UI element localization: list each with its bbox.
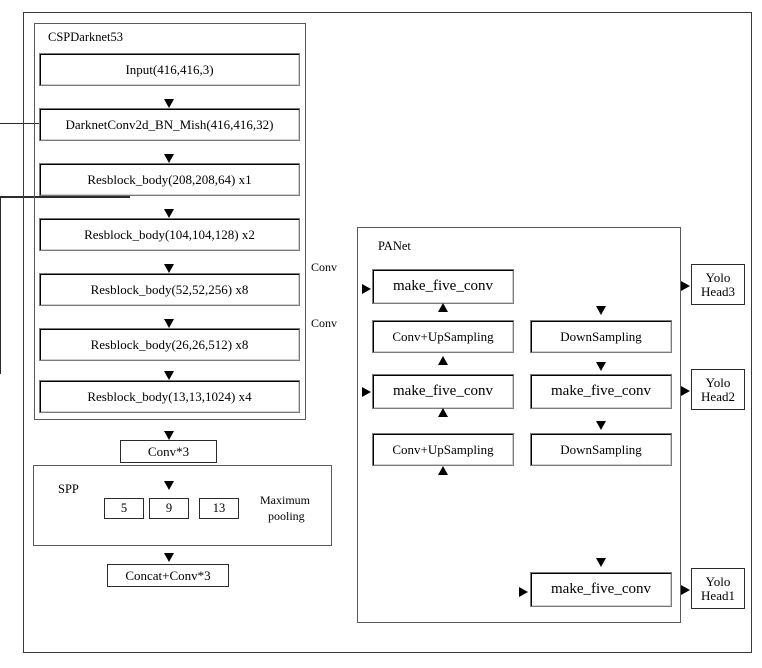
arrow-concat-into-bottom-mfc <box>519 587 528 597</box>
spp-maximum-pooling-note-line2: pooling <box>268 509 305 523</box>
backbone-box-resblock1[interactable]: Resblock_body(208,208,64) x1 <box>39 163 300 196</box>
edge-downsample-bottom-to-mfc-bottom <box>0 626 2 668</box>
arrow-resblock4-to-resblock5 <box>164 371 174 380</box>
arrow-upsample-top-to-mfc-top <box>438 303 448 312</box>
arrow-resblock5-to-conv3 <box>164 431 174 440</box>
spp-pool-9[interactable]: 9 <box>149 498 189 519</box>
yolo-head-3-line1: Yolo <box>705 269 731 285</box>
arrow-resblock2-to-resblock3 <box>164 264 174 273</box>
arrow-skip-top-into-mfc <box>362 284 371 294</box>
edge-upsample-bottom-to-mfc-mid-left <box>0 489 2 508</box>
edge-mfc-top-to-downsample-top <box>0 407 2 432</box>
panet-mfc-mid-left[interactable]: make_five_conv <box>372 374 514 409</box>
spp-pool-13[interactable]: 13 <box>199 498 239 519</box>
spp-bracket-mid <box>0 286 1 330</box>
backbone-box-darknetconv[interactable]: DarknetConv2d_BN_Mish(416,416,32) <box>39 108 300 141</box>
yolo-head-2[interactable]: Yolo Head2 <box>691 369 745 410</box>
yolo-head-1[interactable]: Yolo Head1 <box>691 568 745 609</box>
panet-mfc-top[interactable]: make_five_conv <box>372 269 514 304</box>
arrow-upsample-bottom-to-mfc-mid-left <box>438 408 448 417</box>
panet-container <box>357 227 681 623</box>
edge-resblock4-to-resblock5 <box>0 85 2 99</box>
yolo-head-3-line2: Head3 <box>701 283 735 299</box>
yolo-head-2-line2: Head2 <box>701 388 735 404</box>
arrow-skip-bottom-into-mfc <box>362 387 371 397</box>
edge-mfc-mid-left-up-to-upsample-top <box>0 461 2 473</box>
edge-upsample-top-to-mfc-top <box>0 432 2 444</box>
arrow-mfc-mid-right-to-head2 <box>681 386 690 396</box>
spp-bracket-mid-right <box>0 330 1 374</box>
skip-bottom-vertical <box>0 124 2 172</box>
backbone-box-input[interactable]: Input(416,416,3) <box>39 53 300 86</box>
arrow-conv3-into-spp <box>164 481 174 490</box>
spp-bracket-bottom <box>0 197 130 198</box>
skip-bottom-horizontal-a <box>0 123 39 124</box>
panet-downsampling-bottom[interactable]: DownSampling <box>530 433 672 466</box>
spp-bracket-right <box>0 242 1 286</box>
spp-bracket-left <box>0 198 1 242</box>
yolo-head-3[interactable]: Yolo Head3 <box>691 264 745 305</box>
edge-resblock2-to-resblock3 <box>0 51 2 68</box>
skip-label-conv-top: Conv <box>311 260 338 274</box>
backbone-box-resblock2[interactable]: Resblock_body(104,104,128) x2 <box>39 218 300 251</box>
cspdarknet53-container <box>34 23 306 420</box>
outer-frame <box>23 12 752 653</box>
spp-label: SPP <box>58 482 79 496</box>
edge-darknetconv-to-resblock1 <box>0 17 2 34</box>
arrow-mfc-top-to-downsample-top <box>596 306 606 315</box>
backbone-box-resblock5[interactable]: Resblock_body(13,13,1024) x4 <box>39 380 300 413</box>
edge-resblock1-to-resblock2 <box>0 34 2 51</box>
spp-bracket-top <box>0 196 130 197</box>
spp-container <box>33 465 332 546</box>
arrow-resblock3-to-resblock4 <box>164 319 174 328</box>
edge-mfc-mid-right-to-head2 <box>0 459 15 461</box>
edge-mfc-mid-right-to-downsample-bottom <box>0 473 2 489</box>
arrow-mfc-mid-right-to-downsample-bottom <box>596 421 606 430</box>
arrow-concat-riser-to-upsample-bottom <box>438 466 448 475</box>
arrow-input-to-darknetconv <box>164 99 174 108</box>
spp-pool-5[interactable]: 5 <box>104 498 144 519</box>
arrow-mfc-mid-left-up-to-upsample-top <box>438 356 448 365</box>
cspdarknet53-label: CSPDarknet53 <box>48 30 123 44</box>
arrow-spp-to-concat <box>164 553 174 562</box>
edge-resblock5-to-conv3 <box>0 99 2 121</box>
yolo-head-1-line2: Head1 <box>701 587 735 603</box>
arrow-darknetconv-to-resblock1 <box>164 154 174 163</box>
edge-downsample-top-to-mfc-mid-right <box>0 444 2 457</box>
yolo-head-1-line1: Yolo <box>705 573 731 589</box>
edge-spp-to-concat <box>0 374 2 397</box>
arrow-mfc-top-to-head3 <box>681 281 690 291</box>
panet-conv-upsampling-top[interactable]: Conv+UpSampling <box>372 320 514 353</box>
conv3-box[interactable]: Conv*3 <box>120 440 217 463</box>
skip-label-conv-bottom: Conv <box>311 316 338 330</box>
edge-conv3-into-spp <box>0 174 2 196</box>
edge-resblock3-to-resblock4 <box>0 68 2 85</box>
backbone-box-resblock4[interactable]: Resblock_body(26,26,512) x8 <box>39 328 300 361</box>
panet-mfc-mid-right[interactable]: make_five_conv <box>530 374 672 409</box>
arrow-resblock1-to-resblock2 <box>164 209 174 218</box>
panet-mfc-bottom[interactable]: make_five_conv <box>530 572 672 607</box>
yolo-head-2-line1: Yolo <box>705 374 731 390</box>
panet-label: PANet <box>378 239 411 253</box>
panet-downsampling-top[interactable]: DownSampling <box>530 320 672 353</box>
edge-concat-riser-to-upsample-bottom <box>0 508 2 626</box>
arrow-downsample-bottom-to-mfc-bottom <box>596 558 606 567</box>
edge-input-to-darknetconv <box>0 0 2 17</box>
arrow-mfc-bottom-to-head1 <box>681 585 690 595</box>
concat-conv3-box[interactable]: Concat+Conv*3 <box>107 564 229 587</box>
arrow-downsample-top-to-mfc-mid-right <box>596 362 606 371</box>
panet-conv-upsampling-bottom[interactable]: Conv+UpSampling <box>372 433 514 466</box>
spp-maximum-pooling-note-line1: Maximum <box>260 493 310 507</box>
backbone-box-resblock3[interactable]: Resblock_body(52,52,256) x8 <box>39 273 300 306</box>
